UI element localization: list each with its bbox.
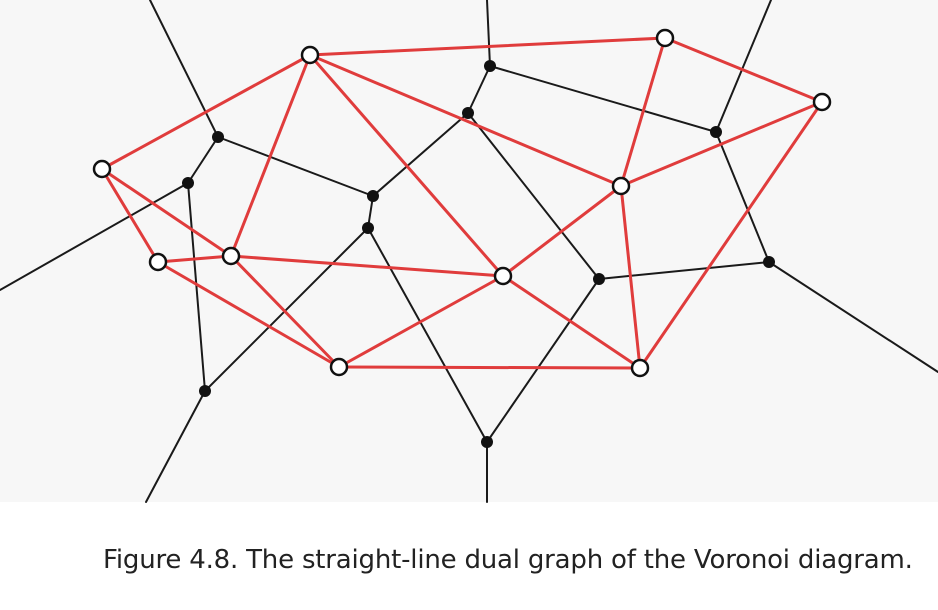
voronoi-edge xyxy=(217,136,374,197)
voronoi-edge xyxy=(467,65,491,114)
voronoi-vertex xyxy=(710,126,722,138)
voronoi-site xyxy=(611,176,631,196)
voronoi-edge xyxy=(372,112,469,197)
voronoi-site xyxy=(92,159,112,179)
voronoi-edge xyxy=(187,182,206,392)
voronoi-edge xyxy=(367,227,488,443)
voronoi-ray xyxy=(768,261,938,373)
figure-background xyxy=(0,0,938,502)
voronoi-ray xyxy=(149,0,219,138)
voronoi-ray xyxy=(145,390,206,503)
dual-edge xyxy=(100,53,312,171)
voronoi-site xyxy=(493,266,513,286)
voronoi-vertex xyxy=(199,385,211,397)
figure-caption: Figure 4.8. The straight-line dual graph… xyxy=(103,545,913,575)
voronoi-ray xyxy=(486,0,491,67)
dual-edge xyxy=(619,100,824,188)
voronoi-edge xyxy=(486,278,600,443)
voronoi-site xyxy=(221,246,241,266)
voronoi-vertex xyxy=(593,273,605,285)
dual-edge xyxy=(619,184,642,370)
voronoi-edge xyxy=(715,131,770,263)
voronoi-site xyxy=(300,45,320,65)
voronoi-edge xyxy=(598,261,770,280)
dual-edge xyxy=(663,36,824,104)
voronoi-site xyxy=(148,252,168,272)
voronoi-vertex xyxy=(367,190,379,202)
voronoi-vertices xyxy=(182,60,775,448)
voronoi-edge xyxy=(467,112,600,280)
voronoi-vertex xyxy=(212,131,224,143)
dual-edge xyxy=(229,254,341,369)
voronoi-edge xyxy=(489,65,717,133)
dual-edge xyxy=(156,254,233,264)
voronoi-sites xyxy=(92,28,832,378)
dual-edge xyxy=(308,53,505,278)
voronoi-site xyxy=(655,28,675,48)
dual-edge xyxy=(501,274,642,370)
voronoi-site xyxy=(329,357,349,377)
voronoi-ray xyxy=(0,182,189,291)
voronoi-ray xyxy=(715,0,772,133)
voronoi-vertex xyxy=(362,222,374,234)
dual-edge xyxy=(337,365,642,370)
voronoi-edges xyxy=(0,0,938,503)
dual-edge xyxy=(229,53,312,258)
voronoi-vertex xyxy=(484,60,496,72)
voronoi-edge xyxy=(204,227,369,392)
dual-edge xyxy=(501,184,623,278)
dual-edge xyxy=(229,254,505,278)
dual-edge xyxy=(337,274,505,369)
dual-graph-edges xyxy=(100,36,824,370)
voronoi-site xyxy=(630,358,650,378)
voronoi-vertex xyxy=(763,256,775,268)
voronoi-vertex xyxy=(481,436,493,448)
voronoi-vertex xyxy=(462,107,474,119)
dual-edge xyxy=(100,167,160,264)
voronoi-vertex xyxy=(182,177,194,189)
voronoi-edge xyxy=(187,136,219,184)
dual-edge xyxy=(638,100,824,370)
dual-edge xyxy=(156,260,341,369)
dual-edge xyxy=(308,53,623,188)
dual-edge xyxy=(100,167,233,258)
dual-edge xyxy=(619,36,667,188)
dual-edge xyxy=(308,36,667,57)
voronoi-site xyxy=(812,92,832,112)
